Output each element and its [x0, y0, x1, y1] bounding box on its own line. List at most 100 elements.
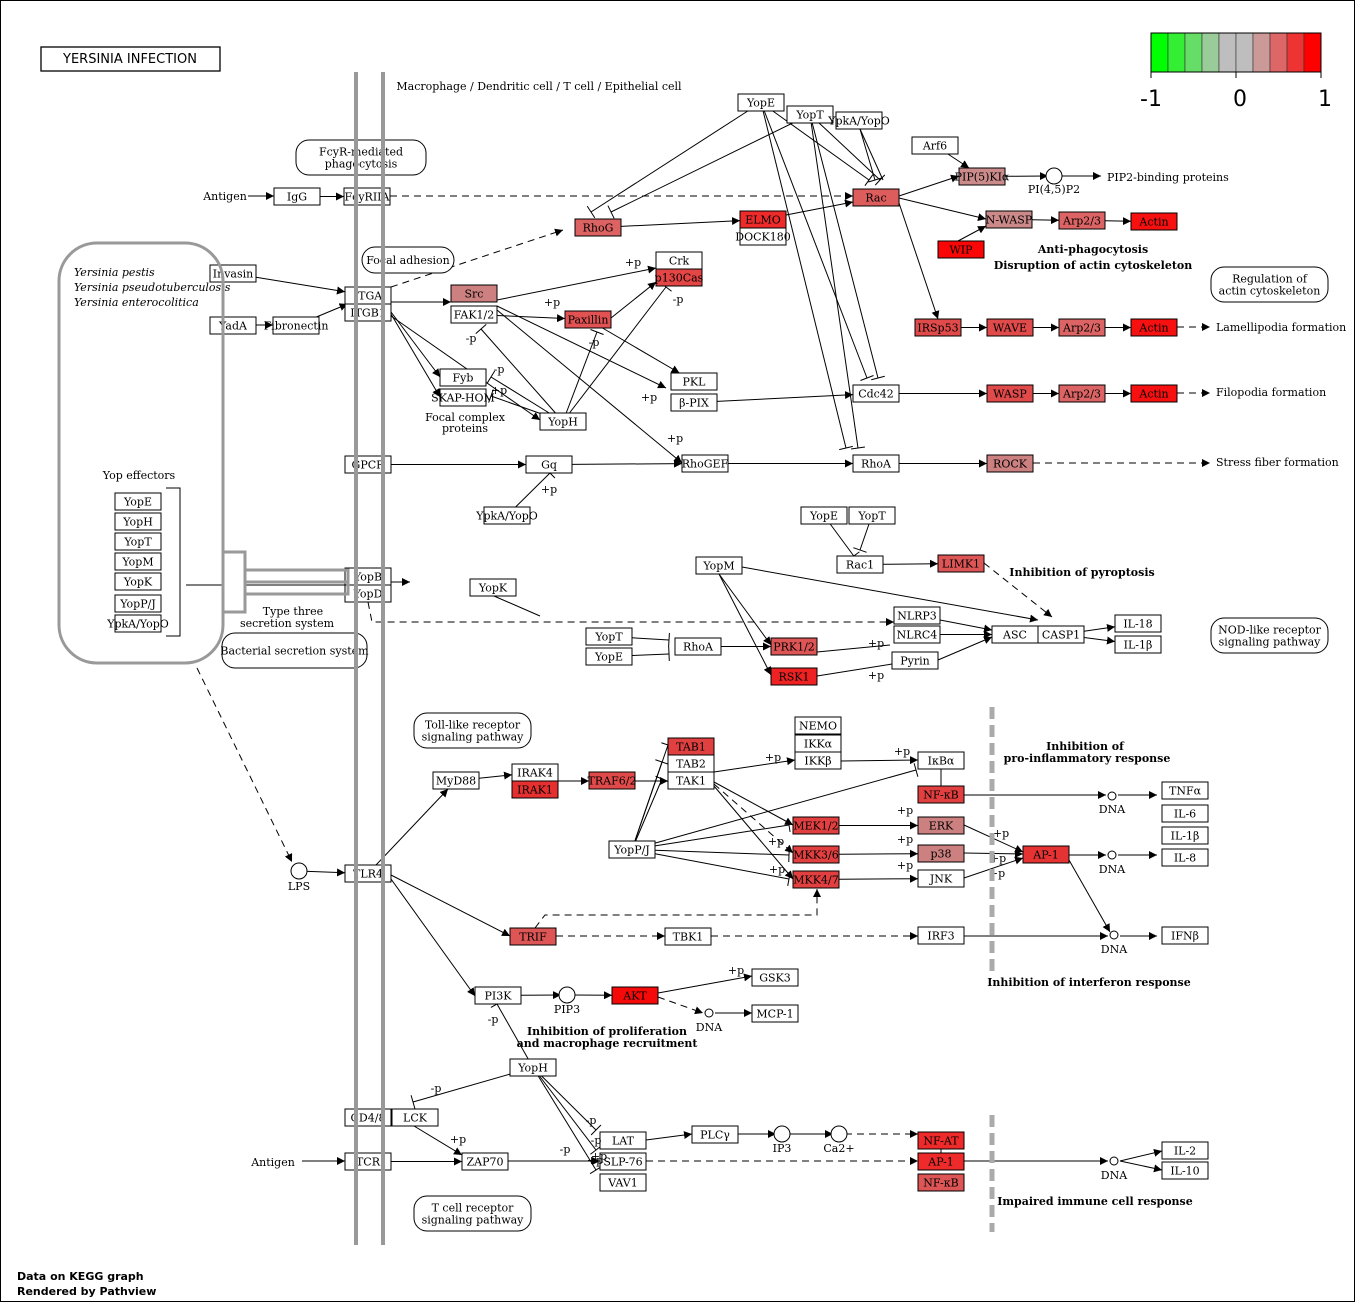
edge [957, 225, 987, 242]
gene-node: YpkA/YopO [827, 111, 890, 130]
gene-box [509, 927, 557, 946]
gene-node: TNFα [1161, 781, 1209, 800]
gene-label: TAB1 [676, 741, 706, 754]
gene-label: MEK1/2 [793, 820, 838, 833]
edge [620, 216, 741, 227]
gene-label: Src [465, 288, 484, 301]
gene-label: IKKα [804, 738, 833, 751]
gene-node: YopH [539, 412, 587, 431]
gene-label: Fibronectin [264, 320, 329, 333]
label: Focal complex [425, 411, 506, 424]
secretion-system-shape [221, 550, 247, 614]
gene-box [794, 716, 842, 735]
gene-box [937, 240, 985, 259]
gene-label: TAB2 [676, 758, 706, 771]
inhibition-edge [654, 853, 790, 880]
gene-node: MKK3/6 [792, 845, 840, 864]
gene-label: Rac [865, 192, 886, 205]
inhibition-edge [515, 472, 551, 508]
pathway-link-label: phagocytosis [325, 158, 398, 171]
gene-box [836, 555, 884, 574]
gene-label: YopH [122, 516, 153, 529]
gene-label: YopT [594, 631, 623, 644]
compound-node [1109, 1156, 1119, 1166]
gene-label: IL-6 [1174, 808, 1196, 821]
gene-label: WAVE [993, 322, 1027, 335]
inhibition-edge [541, 1075, 597, 1131]
legend-swatch [1218, 32, 1237, 73]
gene-box [483, 506, 531, 525]
inhibition-bar [853, 547, 867, 553]
compound-node [290, 862, 308, 880]
gene-label: YopE [594, 651, 623, 664]
gene-box [792, 816, 840, 835]
gene-box [461, 1152, 509, 1171]
gene-label: LAT [612, 1135, 635, 1148]
gene-box [893, 606, 941, 625]
gene-node: PI3K [474, 986, 522, 1005]
inhibition-edge [631, 637, 670, 641]
gene-label: YadA [218, 320, 248, 333]
gene-box [1114, 614, 1162, 633]
edge [1119, 1160, 1163, 1173]
edge [898, 202, 940, 320]
edge-mark: +p [587, 1154, 603, 1167]
legend-swatch [1150, 32, 1169, 73]
gene-label: IL-2 [1174, 1145, 1196, 1158]
gene-box [655, 268, 703, 287]
gene-node: PIP(5)KIα [955, 167, 1010, 186]
gene-node: YopT [114, 532, 162, 551]
legend-swatch [1286, 32, 1305, 73]
gene-label: Arp2/3 [1062, 215, 1101, 228]
gene-box [835, 111, 883, 130]
gene-label: YopM [121, 556, 153, 569]
edge [390, 878, 476, 997]
gene-node: IRSp53 [914, 318, 962, 337]
compound-node [830, 1125, 848, 1143]
gene-label: IRF3 [927, 930, 954, 943]
gene-label: GSK3 [759, 972, 791, 985]
gene-node: Cdc42 [852, 384, 900, 403]
gene-label: Crk [669, 255, 690, 268]
gene-label: ASC [1002, 629, 1027, 642]
inhibition-bar [871, 375, 885, 381]
pathway-link-bss[interactable]: Bacterial secretion system [220, 632, 369, 669]
gene-node: YopE [114, 492, 162, 511]
edge [882, 559, 939, 568]
inhibition-edge [654, 849, 790, 856]
gene-box [1161, 781, 1209, 800]
legend-swatch [1201, 32, 1220, 73]
compound-label: DNA [1101, 943, 1128, 956]
gene-box [611, 986, 659, 1005]
gene-node: Pyrin [891, 651, 939, 670]
inhibition-edge [569, 286, 667, 414]
legend-swatch [1184, 32, 1203, 73]
pathway-link-focal[interactable]: Focal adhesion [361, 246, 455, 274]
gene-box [1161, 848, 1209, 867]
compound-node [1045, 167, 1063, 185]
gene-node: TAK1 [667, 771, 715, 790]
gene-label: YopE [123, 496, 152, 509]
label: secretion system [240, 617, 335, 630]
edge [1083, 636, 1116, 645]
inhibition-bar [486, 370, 496, 384]
inhibition-edge [634, 744, 669, 842]
edge [602, 327, 680, 374]
label: Anti-phagocytosis [1037, 243, 1148, 256]
inhibition-bar [868, 177, 882, 183]
edge [390, 874, 511, 937]
edge [657, 973, 753, 994]
gene-node: YopT [585, 627, 633, 646]
gene-box [911, 136, 959, 155]
inhibition-edge [590, 110, 749, 213]
pathway-link-box [413, 1195, 532, 1232]
gene-node: YopK [469, 578, 517, 597]
gene-node: TRAF6/2 [588, 771, 636, 790]
edge [713, 783, 794, 854]
